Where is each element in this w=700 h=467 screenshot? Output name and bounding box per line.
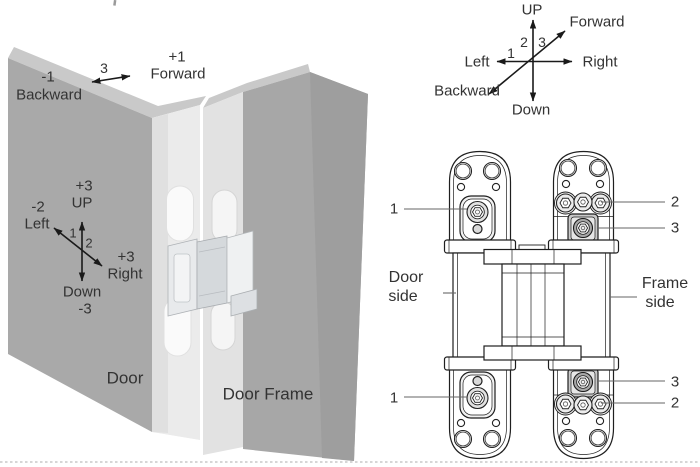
- cropped-text-remnant: [113, 0, 117, 6]
- legend-up-label: UP: [521, 1, 543, 19]
- door-side-label-line1: Door: [388, 269, 424, 286]
- door-axis3-number: 3: [100, 60, 108, 76]
- legend-down-label: Down: [511, 101, 551, 119]
- callout-1-bottom: 1: [389, 389, 399, 407]
- legend-backward-label: Backward: [434, 82, 500, 100]
- face-down-value: -3: [78, 300, 92, 318]
- left-right-arrow: [53, 227, 103, 267]
- door-edge-shade: [152, 114, 168, 433]
- frame-side-label-line2: side: [645, 294, 675, 311]
- door-hinge-recess-top: [166, 185, 194, 242]
- callout-3-top: 3: [670, 219, 680, 237]
- face-number-1: 1: [69, 225, 77, 241]
- forward-backward-arrow: [91, 74, 131, 84]
- legend-right-label: Right: [582, 53, 618, 71]
- door-side-plate: [448, 150, 512, 460]
- door-side-label-line2: side: [388, 288, 418, 305]
- frame-side-shade: [310, 72, 368, 461]
- door-backward-label: Backward: [16, 86, 82, 104]
- callout-2-top: 2: [670, 193, 680, 211]
- legend-left-label: Left: [464, 53, 490, 71]
- door-3d-illustration: [8, 47, 368, 461]
- frame-top-face: [203, 64, 310, 108]
- frame-hinge-recess-top: [211, 189, 238, 243]
- face-left-value: -2: [31, 198, 45, 216]
- door-label: Door: [106, 368, 144, 388]
- frame-side-label-line1: Frame: [641, 275, 689, 292]
- face-right-label: Right: [107, 265, 143, 283]
- callout-1-top: 1: [389, 200, 399, 218]
- callout-lines: [404, 201, 665, 404]
- axis-diagonal: [488, 30, 566, 95]
- door-forward-label: Forward: [150, 65, 206, 83]
- legend-forward-label: Forward: [569, 13, 625, 31]
- callout-2-bottom: 2: [670, 394, 680, 412]
- hinge-3d: [167, 230, 258, 317]
- face-number-2: 2: [85, 235, 93, 251]
- legend-number-2: 2: [520, 34, 528, 50]
- face-down-label: Down: [62, 283, 102, 301]
- hinge-center-links: [483, 244, 582, 361]
- face-right-value: +3: [117, 248, 135, 266]
- axis-legend: [488, 19, 573, 102]
- face-left-label: Left: [24, 215, 50, 233]
- door-top-face: [8, 47, 206, 118]
- door-arrows: [53, 74, 131, 282]
- legend-number-3: 3: [538, 34, 546, 50]
- door-backward-value: -1: [41, 68, 55, 86]
- hinge-technical-drawing: [443, 150, 620, 460]
- door-forward-value: +1: [168, 48, 186, 66]
- callout-3-bottom: 3: [670, 373, 680, 391]
- door-frame-label: Door Frame: [222, 384, 314, 404]
- face-up-label: UP: [71, 194, 93, 212]
- frame-side-plate: [552, 150, 615, 460]
- face-up-value: +3: [75, 177, 93, 195]
- legend-number-1: 1: [507, 45, 515, 61]
